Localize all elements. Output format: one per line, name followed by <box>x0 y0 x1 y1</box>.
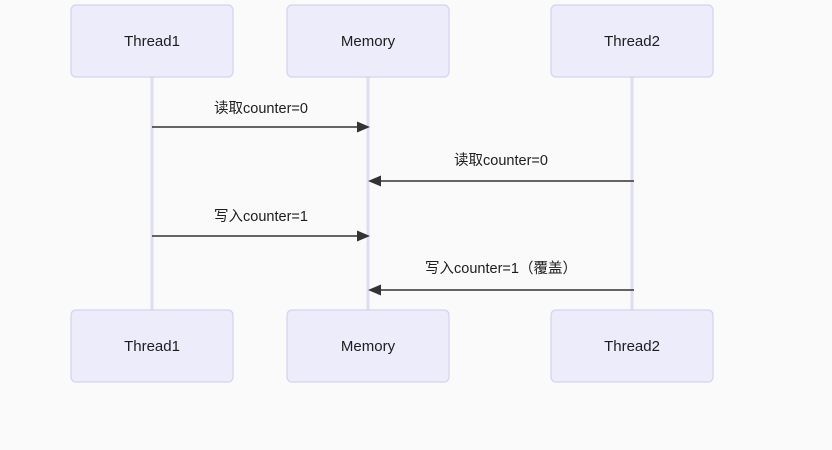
participant-label-memory-bottom: Memory <box>341 338 396 355</box>
participant-label-thread1-bottom: Thread1 <box>124 338 180 355</box>
message-2-arrowhead-left <box>368 175 381 187</box>
participant-label-thread1-top: Thread1 <box>124 33 180 50</box>
message-4-arrowhead-left <box>368 284 381 296</box>
participant-box-thread2-top[interactable] <box>550 4 714 78</box>
participant-box-thread1-bottom[interactable] <box>70 309 234 383</box>
participant-thread2-bottom[interactable]: Thread2 <box>550 309 714 383</box>
lifelines-group <box>150 77 634 310</box>
message-3-arrowhead-right <box>357 230 370 242</box>
message-4[interactable]: 写入counter=1（覆盖） <box>368 260 634 296</box>
participant-label-thread2-top: Thread2 <box>604 33 660 50</box>
message-2[interactable]: 读取counter=0 <box>368 152 634 187</box>
participant-boxes-top: Thread1 Memory Thread2 <box>70 4 714 78</box>
participant-label-thread2-bottom: Thread2 <box>604 338 660 355</box>
message-2-label: 读取counter=0 <box>454 152 548 169</box>
participant-memory-bottom[interactable]: Memory <box>286 309 450 383</box>
participant-box-memory-bottom[interactable] <box>286 309 450 383</box>
participant-box-thread1-top[interactable] <box>70 4 234 78</box>
message-1-arrowhead-right <box>357 121 370 133</box>
message-3-label: 写入counter=1 <box>214 209 308 225</box>
message-4-label: 写入counter=1（覆盖） <box>425 260 577 277</box>
participant-memory-top[interactable]: Memory <box>286 4 450 78</box>
participant-thread2-top[interactable]: Thread2 <box>550 4 714 78</box>
participant-thread1-bottom[interactable]: Thread1 <box>70 309 234 383</box>
participant-thread1-top[interactable]: Thread1 <box>70 4 234 78</box>
participant-box-thread2-bottom[interactable] <box>550 309 714 383</box>
participant-label-memory-top: Memory <box>341 33 396 50</box>
participant-box-memory-top[interactable] <box>286 4 450 78</box>
message-1[interactable]: 读取counter=0 <box>152 100 370 133</box>
message-3[interactable]: 写入counter=1 <box>152 209 370 242</box>
message-1-label: 读取counter=0 <box>214 100 308 117</box>
participant-boxes-bottom: Thread1 Memory Thread2 <box>70 309 714 383</box>
